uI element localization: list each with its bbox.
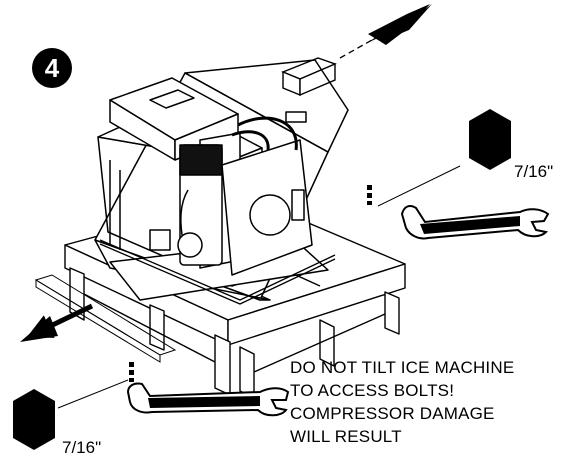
pallet-bolt-left	[129, 362, 134, 382]
arrow-icon	[385, 4, 432, 40]
arrow-icon	[20, 316, 58, 342]
warning-line-1: DO NOT TILT ICE MACHINE	[290, 358, 515, 377]
ice-machine	[94, 59, 349, 301]
warning-line-3: COMPRESSOR DAMAGE	[290, 404, 495, 423]
warning-line-4: WILL RESULT	[290, 427, 402, 446]
pallet-slats	[34, 274, 177, 363]
wrench-icon	[126, 382, 290, 417]
step-number: 4	[45, 53, 60, 83]
wrench-icon	[400, 205, 550, 240]
hex-bolt-icon	[13, 389, 55, 450]
leader-line-top	[377, 165, 461, 207]
leader-line-bottom	[57, 379, 129, 409]
step-badge-icon: 4	[32, 48, 72, 88]
pallet-bolt-right	[367, 185, 372, 205]
hex-size-label-bottom: 7/16"	[62, 438, 102, 457]
removed-panel-block	[281, 57, 337, 97]
warning-text: DO NOT TILT ICE MACHINE TO ACCESS BOLTS!…	[290, 356, 569, 448]
panel-removal-arrow	[339, 4, 432, 59]
warning-line-2: TO ACCESS BOLTS!	[290, 381, 455, 400]
hex-bolt-icon	[469, 109, 511, 170]
hex-size-label-top: 7/16"	[514, 162, 554, 181]
machine-base-rail	[99, 239, 336, 305]
